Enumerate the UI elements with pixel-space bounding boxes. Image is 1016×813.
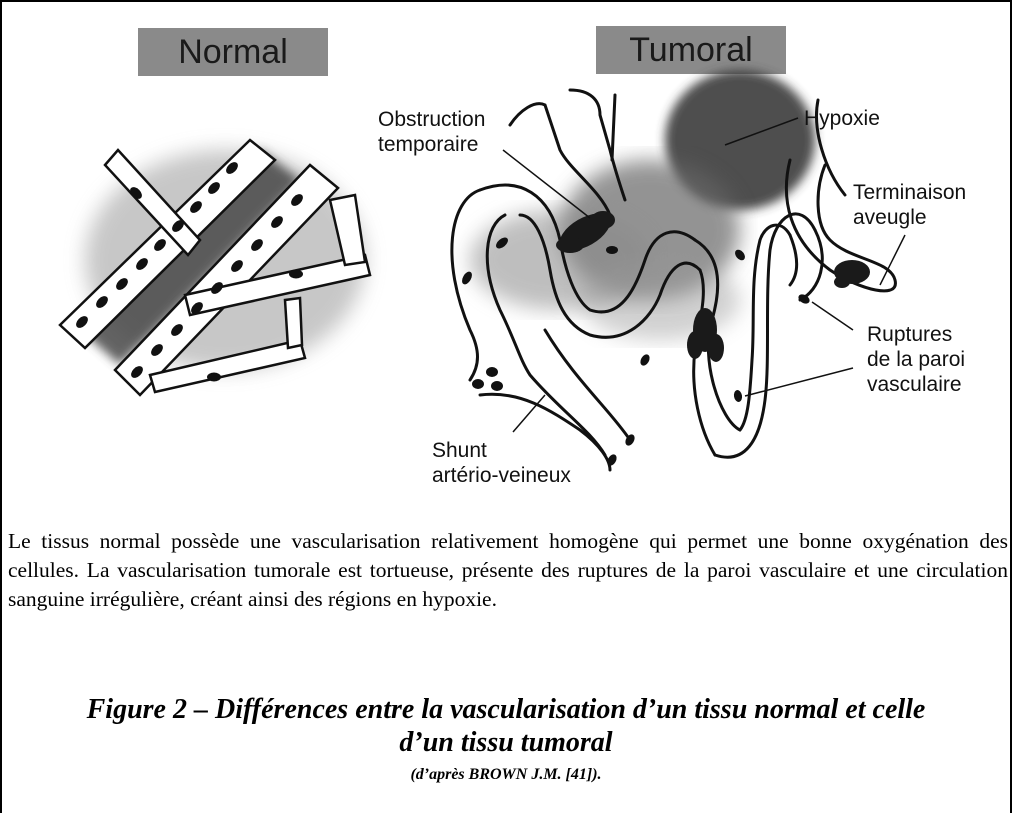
shunt-label-line1: Shunt — [432, 438, 571, 463]
terminaison-label-line1: Terminaison — [853, 180, 966, 205]
shunt-label-line2: artério-veineux — [432, 463, 571, 488]
ruptures-label-line3: vasculaire — [867, 372, 965, 397]
ruptures-label-line2: de la paroi — [867, 347, 965, 372]
hypoxie-label: Hypoxie — [804, 106, 880, 131]
ruptures-label-line1: Ruptures — [867, 322, 965, 347]
figure-source: (d’après BROWN J.M. [41]). — [0, 766, 1012, 784]
terminaison-label: Terminaison aveugle — [853, 180, 966, 230]
obstruction-label-line2: temporaire — [378, 132, 485, 157]
figure-title-line2: d’un tissu tumoral — [0, 726, 1012, 759]
caption-paragraph: Le tissus normal possède une vascularisa… — [8, 527, 1008, 614]
ruptures-label: Ruptures de la paroi vasculaire — [867, 322, 965, 397]
figure-title: Figure 2 – Différences entre la vascular… — [0, 693, 1012, 759]
terminaison-label-line2: aveugle — [853, 205, 966, 230]
obstruction-label-line1: Obstruction — [378, 107, 485, 132]
obstruction-label: Obstruction temporaire — [378, 107, 485, 157]
shunt-label: Shunt artério-veineux — [432, 438, 571, 488]
normal-tissue-illustration — [60, 140, 370, 395]
figure-title-line1: Figure 2 – Différences entre la vascular… — [0, 693, 1012, 726]
